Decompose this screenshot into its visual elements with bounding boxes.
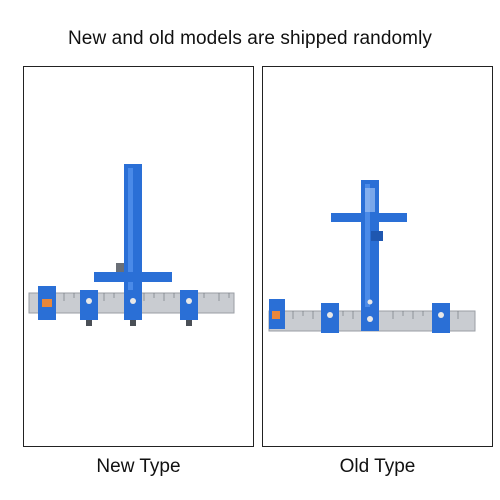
headline-text: New and old models are shipped randomly bbox=[67, 28, 433, 49]
new-type-panel bbox=[23, 66, 254, 447]
old-type-panel bbox=[262, 66, 493, 447]
thumb-screw bbox=[116, 263, 124, 272]
clamp-2 bbox=[80, 290, 98, 320]
new-type-caption: New Type bbox=[96, 456, 181, 477]
old-type-caption: Old Type bbox=[339, 456, 416, 477]
ruler-ticks bbox=[292, 311, 459, 319]
clamp-right bbox=[180, 290, 198, 320]
new-type-jig-photo bbox=[28, 164, 235, 326]
clamp-center bbox=[124, 290, 142, 320]
crossbar bbox=[94, 272, 172, 282]
lock-block bbox=[371, 231, 383, 241]
old-type-jig-photo bbox=[268, 180, 476, 333]
